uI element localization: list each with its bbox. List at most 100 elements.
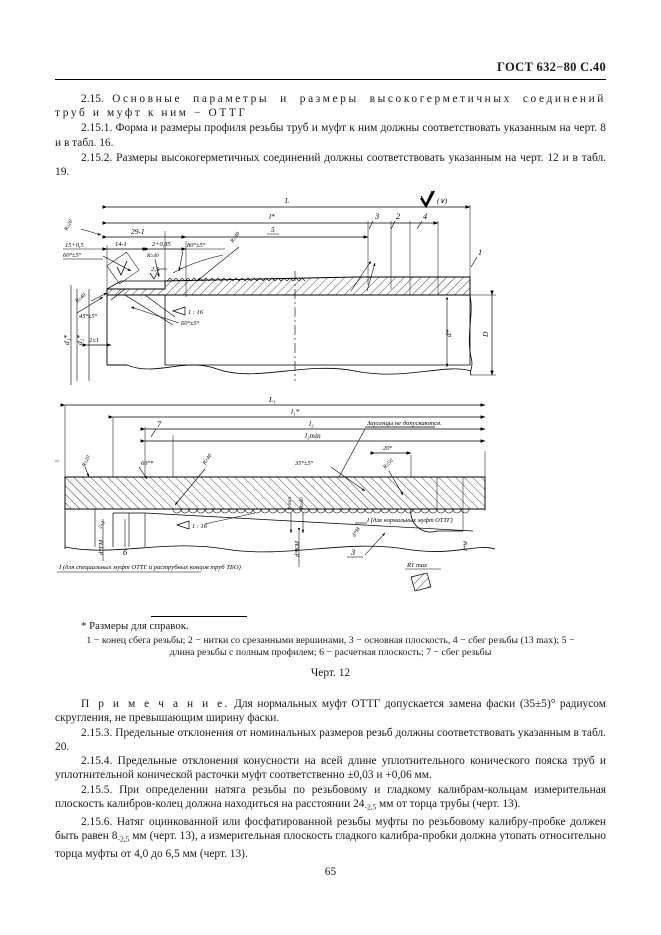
figure-footnote-block: * Размеры для справок. 1 − конец сбега р… bbox=[55, 616, 606, 679]
item-label-4: 4 bbox=[423, 212, 427, 221]
dimension-label-dkm: d*КМ bbox=[294, 540, 301, 557]
item-label-1: 1 bbox=[478, 248, 482, 257]
break-line-bottom-2 bbox=[64, 545, 496, 553]
dimension-label-l2: l₂ bbox=[309, 419, 314, 428]
roughness-symbol-left bbox=[106, 251, 140, 285]
paragraph-2-15-3: 2.15.3. Предельные отклонения от номинал… bbox=[55, 726, 606, 753]
radius-20-upper: R≥20 bbox=[63, 219, 102, 236]
paragraph-2-15-5: 2.15.5. При определении натяга резьбы по… bbox=[55, 783, 606, 815]
item-label-2: 2 bbox=[396, 212, 400, 221]
radius-label-40-nose: R≥40 bbox=[146, 253, 159, 259]
dimension-l2: l₂ bbox=[140, 419, 486, 431]
angle-60-lower: 60°±5° bbox=[130, 306, 200, 327]
footnote-reference-sizes: * Размеры для справок. bbox=[81, 620, 189, 632]
tolerance-24: -2,5 bbox=[364, 802, 377, 812]
clause-heading-2-15: Основные параметры и размеры высокогерме… bbox=[55, 93, 606, 120]
taper-symbol-top: 1 : 16 bbox=[171, 306, 204, 316]
radius-40-lower-left: R≥40 bbox=[74, 292, 108, 305]
intro-text-block: 2.15. Основные параметры и размеры высок… bbox=[55, 92, 606, 179]
item-label-3-bottom: 3 bbox=[350, 548, 355, 557]
dimension-label-15-05: 15+0,5 bbox=[65, 242, 84, 249]
dimension-label-29: 29-1 bbox=[131, 227, 145, 236]
item-label-7: 7 bbox=[157, 420, 162, 429]
taper-label-top: 1 : 16 bbox=[188, 309, 204, 316]
dimension-29: 29-1 bbox=[102, 227, 187, 239]
internal-thread-profile bbox=[172, 508, 470, 514]
paragraph-2-15-6-part2: мм (черт. 13), а измерительная плоскость… bbox=[55, 830, 606, 861]
taper-label-bottom: 1 : 16 bbox=[192, 523, 208, 530]
dimension-label-L: L bbox=[284, 196, 289, 205]
dimension-D: D bbox=[470, 290, 496, 376]
dimension-label-l-star: l* bbox=[269, 212, 275, 221]
figure-caption: Черт. 12 bbox=[310, 666, 351, 679]
radius-label-40-right: d*М bbox=[352, 526, 362, 538]
paragraph-2-15-6-part1: 2.15.6. Натяг оцинкованной или фосфатиро… bbox=[55, 815, 606, 843]
burr-note-label: I (для специальных муфт ОТТГ и раструбны… bbox=[58, 564, 241, 571]
dimension-label-2-085: 2+0,85 bbox=[152, 241, 171, 248]
paragraph-2-15-1: 2.15.1. Форма и размеры профиля резьбы т… bbox=[55, 122, 606, 149]
paragraph-2-15-2: 2.15.2. Размеры высокогерметичных соедин… bbox=[55, 151, 606, 179]
dimension-label-bmin: R≥40 bbox=[299, 497, 305, 510]
angle-label-35: 35°±5° bbox=[294, 460, 314, 467]
paragraph-2-15-5-part1: 2.15.5. При определении натяга резьбы по… bbox=[55, 783, 606, 811]
dimension-label-L1: L₁ bbox=[268, 395, 276, 404]
dimension-L: L bbox=[102, 196, 471, 209]
radius-label-50: R≥50 bbox=[381, 458, 394, 471]
page-header: ГОСТ 632−80 С.40 bbox=[55, 58, 606, 76]
dimension-2-pm1: 2±1 bbox=[82, 337, 112, 347]
radius-label-40-upper: R≥40 bbox=[229, 231, 241, 245]
dimension-label-D: D bbox=[481, 331, 490, 338]
dimension-label-5: 5 bbox=[271, 225, 275, 234]
radius-label-r1-max: R1 max bbox=[406, 562, 427, 569]
item-label-3: 3 bbox=[374, 212, 379, 221]
taper-symbol-bottom: 1 : 16 bbox=[175, 512, 256, 530]
dimension-label-dm: d*М bbox=[463, 541, 469, 551]
radius-40-right: d*М bbox=[352, 526, 362, 538]
surface-finish-symbol: (∨) bbox=[420, 190, 448, 209]
dimension-15-05: 15+0,5 bbox=[63, 242, 103, 260]
radius-label-20: R≥20 bbox=[63, 219, 74, 233]
callout-normal-couplings: Заусенцы не допускаются. bbox=[338, 420, 442, 478]
standard-designation: ГОСТ 632−80 С.40 bbox=[497, 60, 606, 74]
tail-text-block: П р и м е ч а н и е. Для нормальных муфт… bbox=[55, 697, 606, 861]
paragraph-2-15: 2.15. Основные параметры и размеры высок… bbox=[55, 92, 606, 120]
item-callouts-top: 3 2 4 1 bbox=[350, 212, 482, 292]
angle-60-left: 60°±5° bbox=[63, 252, 132, 272]
angle-label-45: 45°±5° bbox=[79, 313, 98, 320]
section-hatching-coupling bbox=[64, 476, 486, 510]
angle-label-60-bottom: 60°* bbox=[141, 460, 154, 467]
radius-label-20-bottom: R≥20 bbox=[81, 454, 92, 468]
angle-35: 35°±5° bbox=[294, 460, 366, 492]
dimension-L1: L₁ bbox=[60, 395, 486, 407]
figure-legend: 1 − конец сбега резьбы; 2 − нитки со сре… bbox=[86, 635, 575, 659]
paragraph-2-15-6: 2.15.6. Натяг оцинкованной или фосфатиро… bbox=[55, 815, 606, 861]
surface-symbol-label: (∨) bbox=[437, 196, 448, 205]
figure-12-drawings: (∨) bbox=[55, 185, 606, 615]
angle-45: 45°±5° bbox=[76, 296, 104, 320]
dimension-label-d-star: d* bbox=[444, 329, 453, 337]
top-drawing-group: (∨) bbox=[62, 190, 496, 385]
bottom-drawing-group: L₁ l₁* l₂ l₃min 7 bbox=[55, 395, 496, 592]
radius-label-40-lower: R≥40 bbox=[74, 292, 88, 305]
radius-40-nose: R≥40 bbox=[146, 253, 160, 278]
dimension-label-d1: d₁* bbox=[62, 335, 71, 345]
dimension-label-d2: d₂* bbox=[75, 335, 84, 345]
technical-drawing-svg: (∨) bbox=[55, 190, 496, 592]
dimension-label-2pm1-bottom: 2±1 bbox=[98, 520, 108, 530]
header-divider-rule bbox=[55, 79, 606, 80]
angle-label-80: 80°±5° bbox=[187, 242, 206, 249]
note-label: П р и м е ч а н и е. bbox=[81, 698, 230, 710]
dimension-label-dgm: d*ГМ bbox=[98, 539, 105, 555]
radius-08-max: R 0,8 max bbox=[55, 460, 59, 462]
callout-label-normal: Заусенцы не допускаются. bbox=[367, 420, 442, 427]
angle-80: 80°±5° bbox=[172, 242, 225, 274]
dimension-2pm1-bottom: 2±1 bbox=[98, 520, 108, 530]
note-paragraph: П р и м е ч а н и е. Для нормальных муфт… bbox=[55, 697, 606, 726]
burr-note: I (для специальных муфт ОТТГ и раструбны… bbox=[57, 564, 241, 573]
dimension-l3min: l₃min bbox=[140, 431, 486, 443]
roughness-2-5: 2,5 bbox=[149, 266, 167, 280]
tolerance-8: -2,5 bbox=[117, 834, 130, 844]
item-callout-7: 7 bbox=[150, 420, 162, 438]
thread-profile-crest bbox=[166, 277, 306, 282]
